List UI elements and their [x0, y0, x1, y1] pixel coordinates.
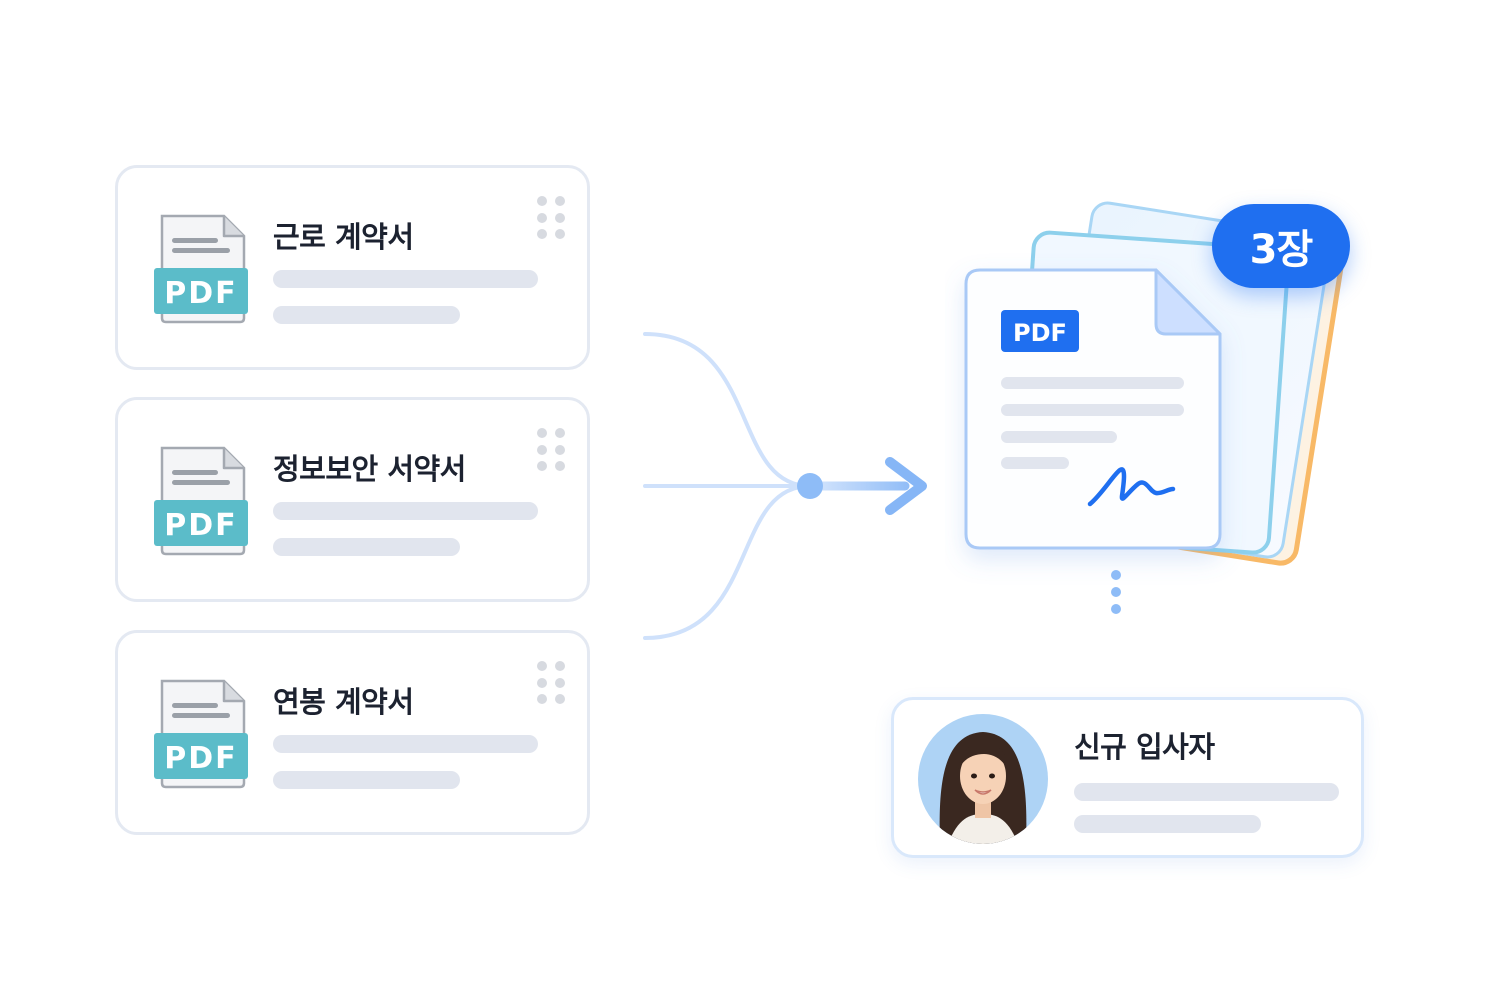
placeholder-line [1074, 783, 1339, 801]
pdf-file-icon: PDF [154, 446, 248, 556]
merge-flow-connector [643, 332, 927, 640]
document-card-employment-contract[interactable]: PDF 근로 계약서 [115, 165, 590, 370]
pdf-badge-label: PDF [164, 508, 237, 543]
connector-dot [1111, 604, 1121, 614]
merge-node [797, 473, 823, 499]
placeholder-line [273, 306, 460, 324]
merged-signed-pdf-stack: PDF [964, 201, 1345, 614]
connector-dot [1111, 570, 1121, 580]
recipient-title: 신규 입사자 [1074, 730, 1215, 764]
placeholder-line [273, 270, 538, 288]
placeholder-line [273, 735, 538, 753]
pdf-badge-label: PDF [164, 741, 237, 776]
placeholder-line [273, 502, 538, 520]
placeholder-line [273, 771, 460, 789]
pdf-badge-label: PDF [164, 276, 237, 311]
avatar [918, 714, 1048, 844]
drag-handle-icon[interactable] [537, 661, 567, 705]
document-count-badge: 3장 [1212, 204, 1350, 288]
merged-pdf-badge-label: PDF [1013, 319, 1067, 347]
pdf-file-icon: PDF [154, 214, 248, 324]
recipient-card[interactable]: 신규 입사자 [891, 697, 1364, 858]
document-card-salary-contract[interactable]: PDF 연봉 계약서 [115, 630, 590, 835]
document-title: 정보보안 서약서 [273, 452, 466, 486]
document-title: 연봉 계약서 [273, 685, 414, 719]
signature-icon [1087, 467, 1176, 507]
document-card-security-pledge[interactable]: PDF 정보보안 서약서 [115, 397, 590, 602]
drag-handle-icon[interactable] [537, 428, 567, 472]
drag-handle-icon[interactable] [537, 196, 567, 240]
document-title: 근로 계약서 [273, 220, 414, 254]
pdf-file-icon: PDF [154, 679, 248, 789]
placeholder-line [1074, 815, 1261, 833]
placeholder-line [273, 538, 460, 556]
connector-dot [1111, 587, 1121, 597]
